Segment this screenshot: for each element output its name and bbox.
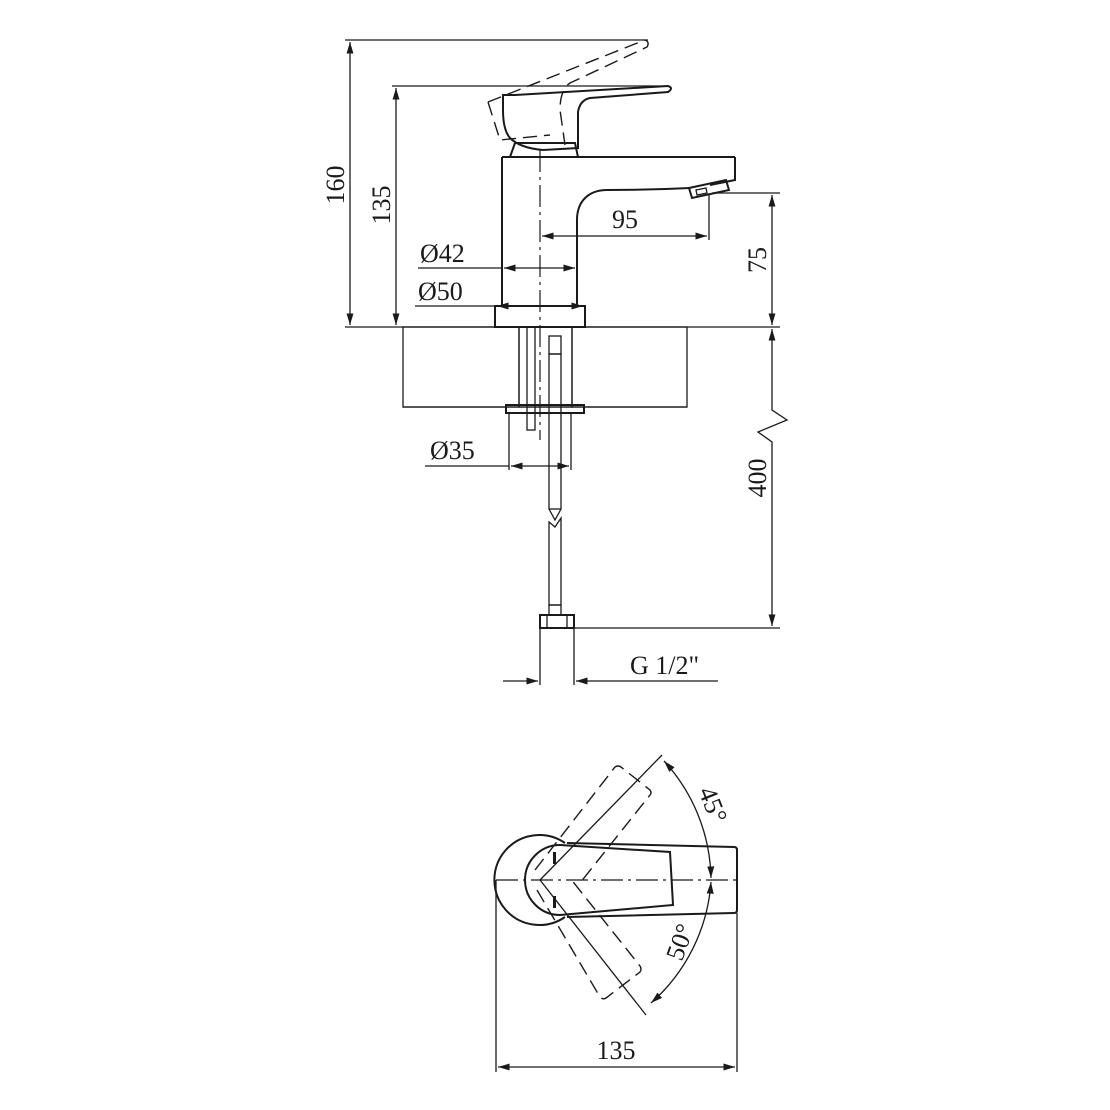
dimension-135-length: 135 bbox=[495, 880, 738, 1072]
dimension-d42: Ø42 bbox=[418, 239, 575, 272]
svg-text:400: 400 bbox=[743, 459, 772, 498]
svg-text:Ø42: Ø42 bbox=[420, 239, 465, 268]
side-view: 160 135 95 75 Ø42 Ø5 bbox=[321, 39, 789, 685]
svg-text:95: 95 bbox=[612, 205, 638, 234]
svg-text:160: 160 bbox=[321, 166, 350, 205]
dimension-75: 75 bbox=[712, 192, 780, 325]
dimension-160: 160 bbox=[321, 39, 648, 325]
mounting-hardware bbox=[505, 326, 585, 629]
svg-text:75: 75 bbox=[743, 247, 772, 273]
faucet-body bbox=[487, 39, 736, 440]
svg-text:135: 135 bbox=[597, 1036, 636, 1065]
angle-45-label: 45° bbox=[693, 783, 734, 828]
dimension-400: 400 bbox=[574, 329, 789, 629]
dimension-d35: Ø35 bbox=[425, 413, 572, 470]
top-view: 45° 50° 135 bbox=[493, 754, 740, 1072]
svg-text:G 1/2": G 1/2" bbox=[630, 651, 699, 680]
svg-text:Ø50: Ø50 bbox=[418, 277, 463, 306]
dimension-135-height: 135 bbox=[367, 85, 668, 325]
dimension-d50: Ø50 bbox=[415, 277, 583, 310]
angle-50-label: 50° bbox=[660, 920, 700, 964]
countertop-section bbox=[402, 326, 688, 408]
svg-text:Ø35: Ø35 bbox=[430, 436, 475, 465]
dimension-95: 95 bbox=[542, 195, 710, 240]
dimension-g12: G 1/2" bbox=[503, 628, 718, 685]
svg-text:135: 135 bbox=[367, 186, 396, 225]
